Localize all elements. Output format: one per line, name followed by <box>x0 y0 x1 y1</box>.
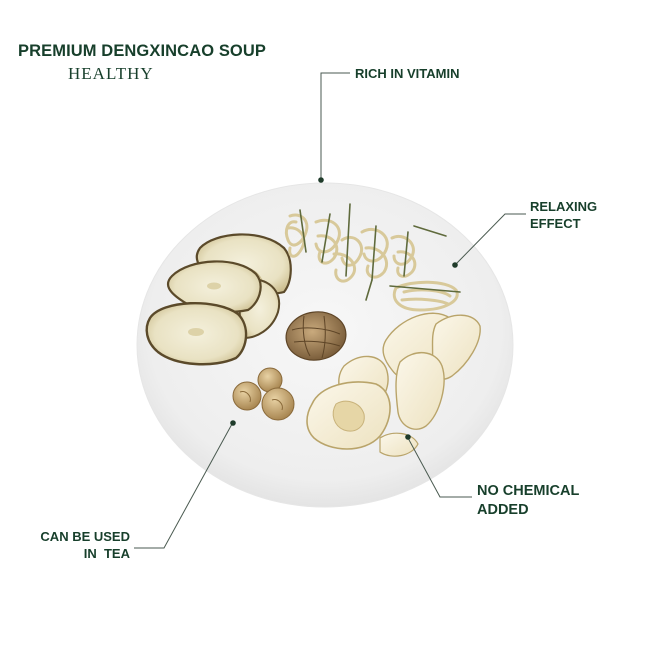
callout-relaxing-effect: RELAXING EFFECT <box>530 198 597 232</box>
callout-chemical-line1: NO CHEMICAL <box>477 483 580 499</box>
callout-tea-line2: IN TEA <box>83 546 130 561</box>
callout-no-chemical-added: NO CHEMICAL ADDED <box>477 482 579 520</box>
dried-apple-slices <box>145 233 292 366</box>
leader-relaxing <box>455 213 526 265</box>
leader-chemical <box>407 437 472 498</box>
page-subtitle: HEALTHY <box>68 64 154 83</box>
callout-relaxing-line1: RELAXING <box>530 199 598 214</box>
callout-chemical-line2: ADDED <box>477 502 529 518</box>
leader-lines <box>134 72 526 549</box>
callout-rich-in-vitamin: RICH IN VITAMIN <box>355 65 459 82</box>
dried-nutmeg <box>285 311 347 361</box>
leader-tea <box>134 423 233 549</box>
leader-dots <box>230 177 458 440</box>
dried-longan <box>232 367 295 421</box>
callout-tea-line1: CAN BE USED <box>40 529 130 544</box>
dengxincao-bundles <box>284 203 461 312</box>
callout-vitamin-line1: RICH IN VITAMIN <box>355 66 460 81</box>
callout-can-be-used-in-tea: CAN BE USED IN TEA <box>30 528 130 562</box>
page-title: PREMIUM DENGXINCAO SOUP <box>18 42 266 60</box>
callout-relaxing-line2: EFFECT <box>530 216 581 231</box>
leader-vitamin <box>320 72 350 178</box>
